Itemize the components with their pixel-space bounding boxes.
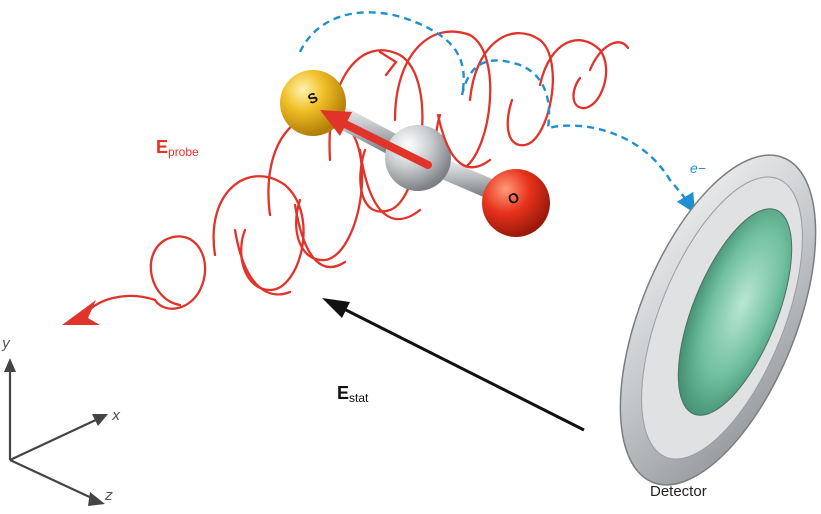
electron-trajectory: [298, 11, 695, 214]
detector: [619, 154, 817, 486]
dipole-arrow-head: [320, 110, 352, 136]
detector-screen: [677, 208, 793, 416]
dipole-arrow-shaft: [341, 120, 432, 169]
ocs-molecule: [280, 70, 550, 237]
coordinate-axes: [4, 358, 108, 506]
axis-y-label: y: [2, 336, 11, 352]
axis-x-label: x: [112, 408, 121, 424]
axis-z-label: z: [105, 488, 113, 504]
e-probe-label: Eprobe: [156, 137, 199, 159]
probe-field-helix-front: [233, 113, 492, 296]
oxygen-atom: [482, 169, 550, 237]
probe-field-helix: [83, 30, 630, 317]
detector-label: Detector: [650, 483, 707, 500]
static-field-arrow: [322, 298, 585, 432]
e-stat-label: Estat: [337, 383, 369, 405]
electron-label: e−: [690, 160, 706, 176]
probe-arrowhead: [62, 300, 100, 325]
